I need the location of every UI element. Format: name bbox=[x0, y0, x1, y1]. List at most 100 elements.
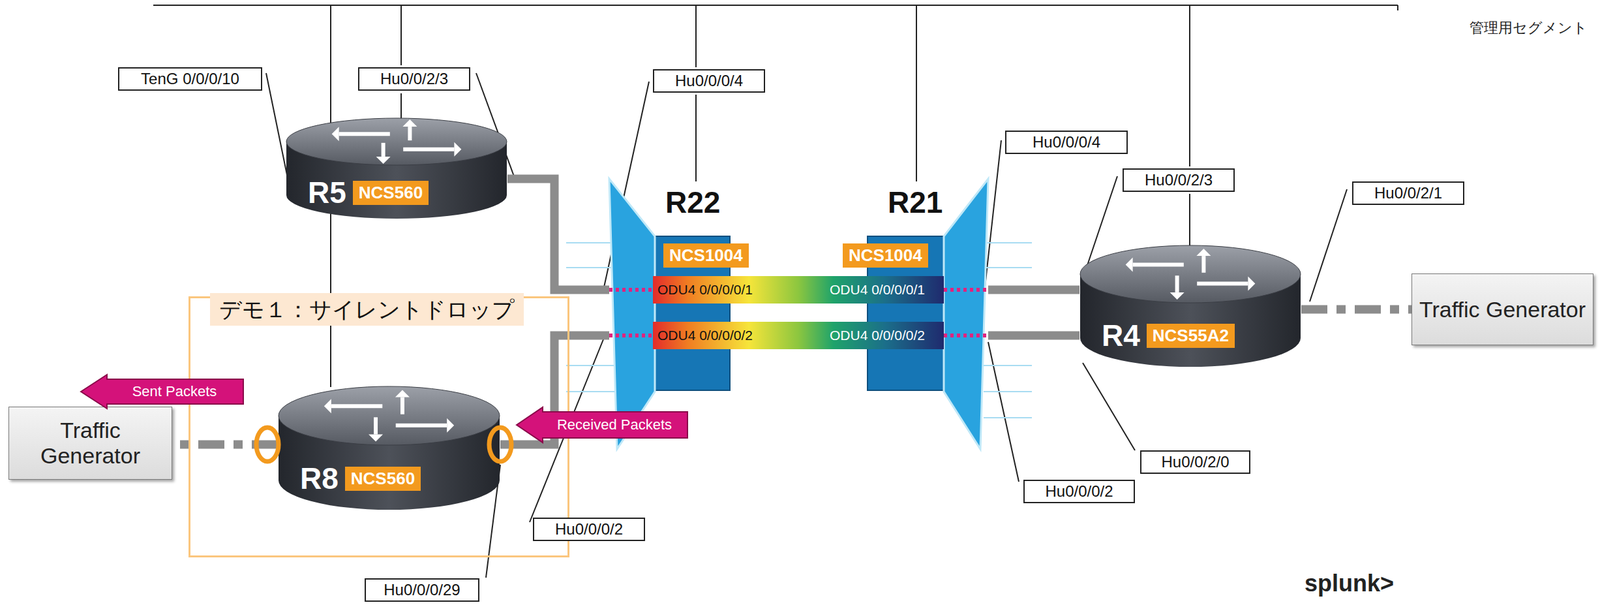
management-segment bbox=[153, 5, 1398, 387]
segment-tick bbox=[1397, 5, 1399, 11]
router-top bbox=[278, 386, 500, 445]
router-arrow bbox=[1132, 262, 1184, 267]
router-node: R8NCS560 bbox=[277, 385, 501, 511]
router-arrow-head bbox=[1125, 257, 1133, 272]
dotted-link bbox=[943, 287, 989, 292]
router-arrow-head bbox=[446, 418, 454, 433]
router-arrow-head bbox=[332, 126, 340, 141]
arrow-text: Received Packets bbox=[542, 405, 687, 444]
leader-line bbox=[1309, 189, 1347, 302]
physical-link bbox=[507, 178, 610, 290]
odu-label: ODU4 0/0/0/0/1 bbox=[657, 282, 753, 297]
router-arrow bbox=[403, 147, 454, 152]
fin bbox=[566, 390, 615, 393]
router-arrow-head bbox=[368, 434, 383, 442]
fin bbox=[983, 241, 1032, 244]
optical-plate bbox=[609, 178, 655, 449]
fin bbox=[566, 241, 615, 244]
interface-label: Hu0/0/0/29 bbox=[364, 577, 480, 602]
fin bbox=[983, 364, 1032, 366]
router-arrow bbox=[1196, 281, 1248, 286]
dotted-link bbox=[609, 333, 653, 338]
port-ring bbox=[489, 427, 512, 462]
demo-group-box: デモ１：サイレントドロップR8NCS560 bbox=[188, 296, 570, 558]
router-arrow-head bbox=[1247, 275, 1255, 291]
port-ring bbox=[256, 427, 279, 462]
traffic-generator-box: Traffic Generator bbox=[8, 406, 173, 480]
router-label-row: R8NCS560 bbox=[300, 461, 421, 496]
dotted-link bbox=[943, 333, 989, 338]
odu-label: ODU4 0/0/0/0/1 bbox=[829, 282, 925, 297]
model-badge: NCS560 bbox=[345, 466, 421, 491]
leader-line bbox=[988, 341, 1019, 482]
optical-node: R21NCS1004 bbox=[842, 178, 989, 449]
interface-label: Hu0/0/0/4 bbox=[652, 69, 766, 93]
physical-link bbox=[988, 285, 1080, 295]
router-arrow-head bbox=[1196, 248, 1211, 256]
fin bbox=[983, 416, 1032, 419]
router-arrow bbox=[395, 423, 447, 428]
router-arrow bbox=[1201, 255, 1206, 273]
demo-title: デモ１：サイレントドロップ bbox=[210, 292, 524, 326]
box-text: Traffic Generator bbox=[14, 417, 167, 469]
leader-line bbox=[266, 73, 287, 175]
model-badge: NCS560 bbox=[352, 180, 429, 205]
interface-label: Hu0/0/0/2 bbox=[532, 517, 646, 541]
interface-label: TenG 0/0/0/10 bbox=[118, 67, 263, 91]
packet-arrow: Sent Packets bbox=[79, 373, 245, 410]
interface-label: Hu0/0/2/3 bbox=[1122, 168, 1235, 192]
interface-label: Hu0/0/0/4 bbox=[1005, 130, 1128, 154]
router-name: R5 bbox=[307, 175, 347, 210]
router-label-row: R4NCS55A2 bbox=[1101, 318, 1235, 353]
interface-label: Hu0/0/2/1 bbox=[1352, 181, 1465, 205]
dotted-link bbox=[609, 287, 653, 292]
odu-label: ODU4 0/0/0/0/2 bbox=[657, 328, 753, 343]
router-arrow bbox=[407, 126, 412, 141]
router-arrow bbox=[400, 396, 405, 414]
router-arrows bbox=[324, 389, 454, 441]
drop-line bbox=[695, 94, 697, 182]
box-text: Traffic Generator bbox=[1419, 296, 1586, 323]
router-name: R4 bbox=[1101, 318, 1141, 353]
router-arrow bbox=[1175, 275, 1180, 293]
dashed-link bbox=[1301, 305, 1412, 314]
packet-arrow: Received Packets bbox=[515, 405, 689, 444]
router-arrows bbox=[1125, 248, 1256, 300]
router-arrow bbox=[381, 142, 386, 157]
optical-plate bbox=[943, 178, 989, 449]
odu-label: ODU4 0/0/0/0/2 bbox=[829, 328, 925, 343]
device-name: R22 bbox=[665, 185, 721, 220]
router-name: R8 bbox=[300, 461, 339, 496]
fin bbox=[566, 266, 615, 269]
fin bbox=[983, 266, 1032, 269]
segment-line bbox=[153, 4, 1398, 6]
router-node: R4NCS55A2 bbox=[1079, 244, 1302, 368]
model-badge: NCS1004 bbox=[663, 243, 749, 268]
drop-line bbox=[1189, 193, 1191, 248]
router-arrow-head bbox=[1170, 292, 1185, 300]
drop-line bbox=[695, 5, 697, 68]
router-arrow bbox=[339, 131, 391, 136]
drop-line bbox=[400, 5, 402, 66]
router-arrow-head bbox=[324, 398, 332, 413]
router-top bbox=[1080, 245, 1301, 303]
router-label-row: R5NCS560 bbox=[307, 175, 429, 210]
model-badge: NCS55A2 bbox=[1146, 323, 1235, 348]
drop-line bbox=[915, 5, 918, 182]
router-arrow-head bbox=[376, 156, 391, 164]
interface-label: Hu0/0/2/0 bbox=[1140, 450, 1251, 474]
optical-node: R22NCS1004 bbox=[609, 178, 761, 449]
model-badge: NCS1004 bbox=[842, 243, 929, 268]
device-name: R21 bbox=[887, 185, 943, 220]
note-label: 管理用セグメント bbox=[1469, 19, 1588, 37]
interface-label: Hu0/0/2/3 bbox=[358, 67, 471, 91]
fin bbox=[983, 390, 1032, 393]
traffic-generator-box: Traffic Generator bbox=[1411, 273, 1594, 346]
router-arrow-head bbox=[453, 142, 462, 157]
router-node: R5NCS560 bbox=[285, 117, 508, 220]
router-arrow bbox=[373, 416, 378, 434]
fin bbox=[566, 364, 615, 366]
leader-line bbox=[1082, 362, 1135, 451]
